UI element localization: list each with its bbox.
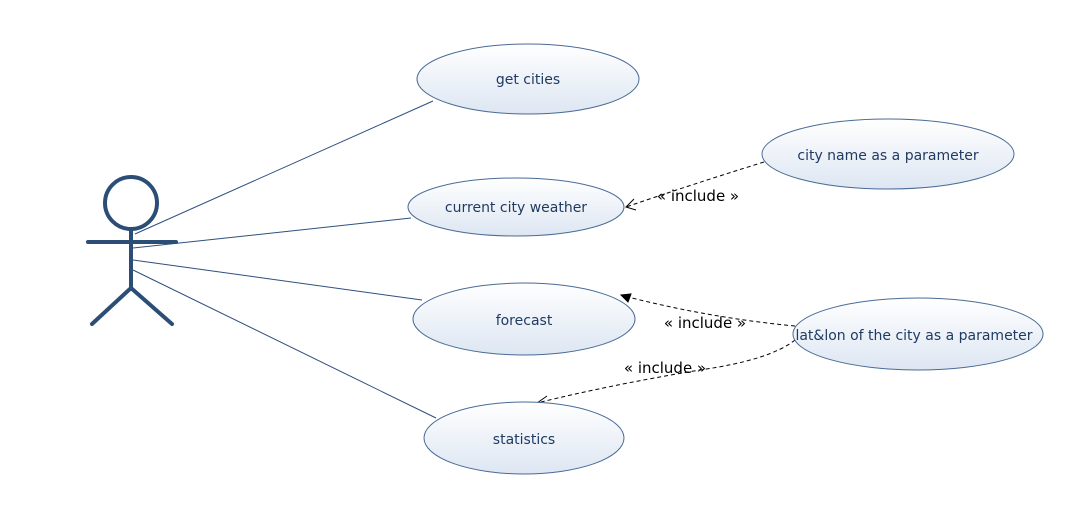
include-dependencies	[536, 161, 796, 404]
use-case-forecast[interactable]: forecast	[412, 282, 636, 356]
association-current-city-weather	[132, 217, 412, 249]
include-label-city-name: « include »	[657, 187, 739, 205]
use-case-statistics[interactable]: statistics	[423, 401, 625, 475]
include-arrow-latlon-statistics	[536, 339, 796, 404]
use-case-statistics-shape[interactable]	[423, 401, 625, 475]
use-case-current-city-weather-shape[interactable]	[407, 177, 625, 237]
include-label-latlon-forecast: « include »	[664, 314, 746, 332]
actor-head	[103, 175, 159, 231]
use-case-city-name-parameter-shape[interactable]	[761, 118, 1015, 190]
use-case-get-cities[interactable]: get cities	[416, 43, 640, 115]
use-case-get-cities-label: get cities	[496, 72, 560, 88]
association-statistics	[132, 269, 437, 419]
association-get-cities	[134, 100, 434, 235]
include-label-latlon-statistics: « include »	[624, 359, 706, 377]
use-case-get-cities-shape[interactable]	[416, 43, 640, 115]
actor-right-leg	[129, 286, 174, 326]
use-case-city-name-parameter-label: city name as a parameter	[797, 148, 978, 164]
use-case-current-city-weather[interactable]: current city weather	[407, 177, 625, 237]
use-case-latlon-parameter[interactable]: lat&lon of the city as a parameter	[792, 297, 1044, 371]
actor[interactable]	[86, 175, 178, 326]
arrowhead-current-city-weather	[625, 198, 637, 211]
use-case-latlon-parameter-label: lat&lon of the city as a parameter	[795, 328, 1032, 344]
include-arrow-latlon-forecast	[623, 295, 796, 327]
use-case-city-name-parameter[interactable]: city name as a parameter	[761, 118, 1015, 190]
use-case-latlon-parameter-shape[interactable]	[792, 297, 1044, 371]
use-case-current-city-weather-label: current city weather	[445, 200, 587, 216]
use-case-statistics-label: statistics	[493, 432, 555, 448]
actor-left-leg	[90, 286, 133, 326]
associations	[132, 100, 437, 419]
arrowhead-forecast	[619, 293, 632, 303]
association-forecast	[132, 259, 423, 301]
use-case-forecast-label: forecast	[496, 313, 553, 329]
include-arrow-city-name	[625, 161, 765, 208]
use-case-forecast-shape[interactable]	[412, 282, 636, 356]
